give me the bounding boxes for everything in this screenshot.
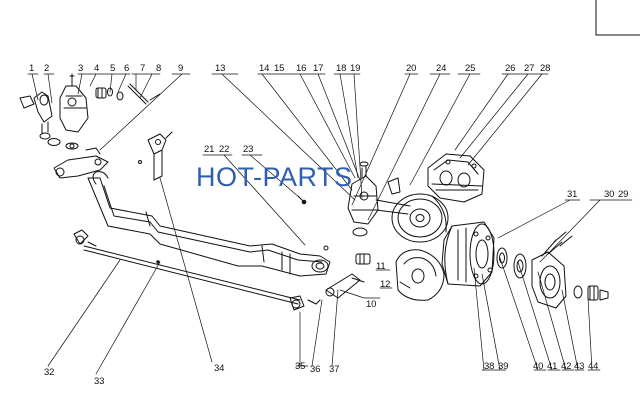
callout-33: 33: [94, 376, 105, 387]
callout-37: 37: [329, 364, 340, 375]
callout-40: 40: [533, 361, 544, 372]
axle-beam: [87, 160, 331, 277]
callout-38: 38: [484, 361, 495, 372]
leader-lines: [27, 73, 633, 375]
left-knuckle-group: [19, 73, 161, 150]
callout-14: 14: [259, 63, 270, 74]
callout-6: 6: [124, 63, 130, 74]
callout-28: 28: [540, 63, 551, 74]
callout-13: 13: [215, 63, 226, 74]
callout-20: 20: [406, 63, 417, 74]
callout-31: 31: [567, 189, 578, 200]
callout-16: 16: [296, 63, 307, 74]
bearings-seals: [496, 247, 527, 279]
callout-3: 3: [78, 63, 84, 74]
kingpin: [147, 131, 173, 181]
right-knuckle-group: [325, 161, 411, 299]
callout-10: 10: [366, 299, 377, 310]
callout-27: 27: [524, 63, 535, 74]
callout-24: 24: [436, 63, 447, 74]
callout-35: 35: [295, 361, 306, 372]
callout-41: 41: [547, 361, 558, 372]
brake-disc: [391, 193, 449, 243]
callout-26: 26: [505, 63, 516, 74]
callout-30: 30: [604, 189, 615, 200]
callout-2: 2: [44, 63, 50, 74]
callout-42: 42: [561, 361, 572, 372]
callout-32: 32: [44, 367, 55, 378]
tie-rod: [73, 229, 329, 311]
callout-9: 9: [178, 63, 184, 74]
brake-drum: [441, 221, 495, 287]
frame-corner: [595, 0, 640, 36]
steering-arm-left: [53, 147, 109, 179]
brake-caliper: [427, 153, 485, 203]
callout-36: 36: [310, 364, 321, 375]
callout-4: 4: [94, 63, 100, 74]
watermark-text: HOT-PARTS: [196, 162, 353, 192]
callout-11: 11: [376, 261, 386, 272]
callout-34: 34: [214, 363, 225, 374]
callout-22: 22: [219, 144, 230, 155]
callout-1: 1: [29, 63, 35, 74]
callout-18: 18: [336, 63, 347, 74]
callout-23: 23: [243, 144, 254, 155]
callout-17: 17: [313, 63, 324, 74]
callout-19: 19: [350, 63, 361, 74]
dust-shield: [395, 249, 445, 301]
callout-15: 15: [274, 63, 285, 74]
callout-25: 25: [465, 63, 476, 74]
hub-flange: [531, 231, 573, 309]
callout-39: 39: [498, 361, 509, 372]
callout-43: 43: [574, 361, 585, 372]
callout-29: 29: [618, 189, 629, 200]
callout-7: 7: [140, 63, 146, 74]
callout-44: 44: [588, 361, 599, 372]
callout-5: 5: [110, 63, 116, 74]
callout-21: 21: [204, 144, 215, 155]
callout-8: 8: [156, 63, 162, 74]
washer-nut-cap: [573, 285, 609, 301]
callout-12: 12: [380, 279, 391, 290]
